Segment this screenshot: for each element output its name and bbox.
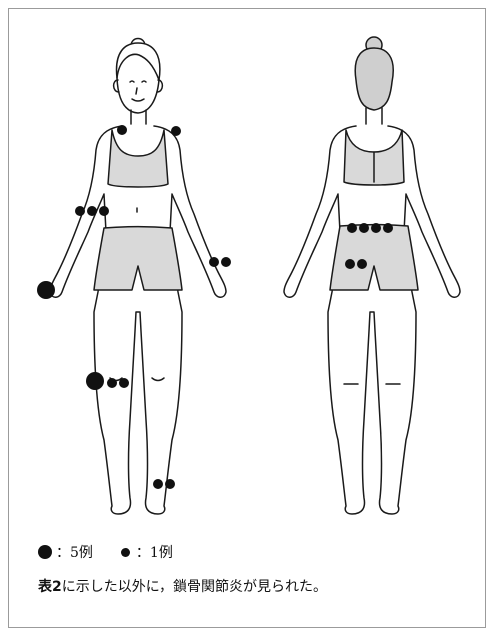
marker-front-shoulder-right — [171, 126, 181, 136]
marker-back-lowback-1 — [347, 223, 357, 233]
marker-front-ankle-2 — [165, 479, 175, 489]
legend-small-label: ：1例 — [136, 542, 173, 562]
marker-front-wrist-right-1 — [209, 257, 219, 267]
legend-large-label: ：5例 — [56, 542, 93, 562]
marker-back-lowback-2 — [359, 223, 369, 233]
caption-table-ref: 表2 — [38, 579, 62, 595]
marker-front-knee-2 — [119, 378, 129, 388]
marker-front-knee-large — [86, 372, 104, 390]
large-dot-icon — [38, 545, 52, 559]
front-head — [117, 43, 160, 113]
front-figure — [50, 39, 226, 515]
figure-caption: 表2に示した以外に，鎖骨関節炎が見られた。 — [38, 576, 327, 596]
body-figure — [0, 0, 496, 540]
marker-back-sacral-2 — [357, 259, 367, 269]
marker-back-lowback-3 — [371, 223, 381, 233]
marker-back-lowback-4 — [383, 223, 393, 233]
marker-front-elbow-1 — [75, 206, 85, 216]
small-dot-icon — [121, 548, 130, 557]
marker-front-knee-1 — [107, 378, 117, 388]
marker-front-elbow-2 — [87, 206, 97, 216]
back-figure — [284, 37, 460, 514]
marker-front-hand-left-large — [37, 281, 55, 299]
legend: ：5例 ：1例 — [38, 542, 201, 562]
marker-back-sacral-1 — [345, 259, 355, 269]
back-head — [355, 48, 393, 110]
legend-small: ：1例 — [121, 542, 173, 562]
marker-front-wrist-right-2 — [221, 257, 231, 267]
caption-text: に示した以外に，鎖骨関節炎が見られた。 — [62, 579, 327, 595]
legend-large: ：5例 — [38, 542, 93, 562]
marker-front-ankle-1 — [153, 479, 163, 489]
marker-front-elbow-3 — [99, 206, 109, 216]
marker-front-clavicle-left — [117, 125, 127, 135]
